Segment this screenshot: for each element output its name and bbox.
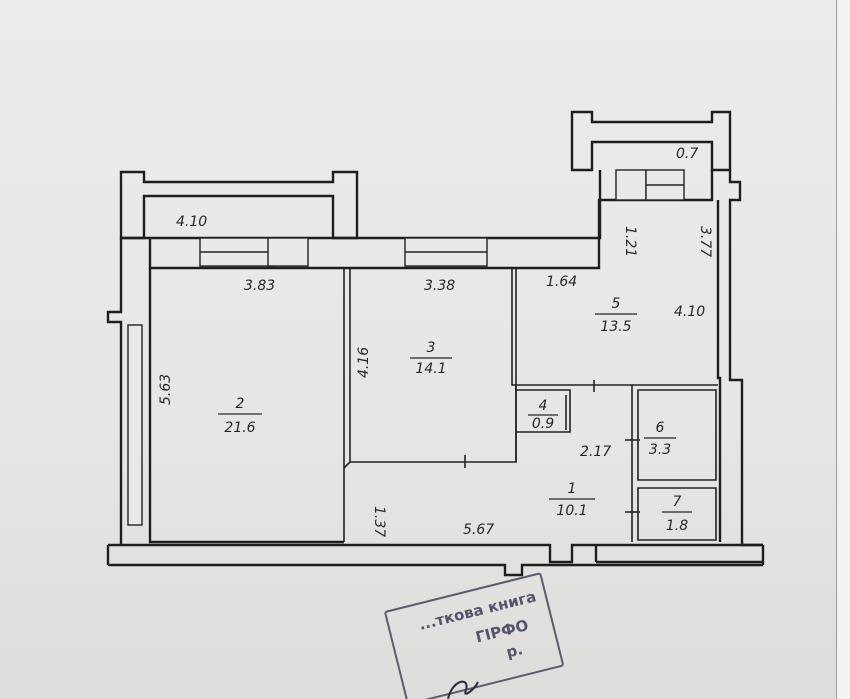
- outer-walls: [106, 170, 765, 577]
- room-6-label: 6 3.3: [644, 420, 676, 458]
- svg-text:6: 6: [656, 420, 665, 436]
- dim-hall-width: 5.67: [463, 522, 494, 538]
- svg-text:5: 5: [612, 296, 621, 312]
- dim-room5-top: 1.21: [622, 226, 638, 257]
- dim-hall-right: 2.17: [580, 444, 611, 460]
- dim-room3-width: 3.38: [424, 278, 455, 294]
- svg-text:7: 7: [673, 494, 682, 510]
- balcony-right: [570, 110, 732, 172]
- svg-text:13.5: 13.5: [600, 319, 631, 335]
- dim-room2-width: 3.83: [244, 278, 275, 294]
- svg-text:2: 2: [236, 396, 245, 412]
- partitions: [343, 268, 718, 542]
- svg-text:4: 4: [539, 398, 548, 414]
- signature-mark: [447, 680, 479, 699]
- dim-room5-height: 4.10: [674, 304, 705, 320]
- svg-text:1: 1: [568, 481, 577, 497]
- room-7-label: 7 1.8: [662, 494, 692, 534]
- svg-text:14.1: 14.1: [415, 361, 446, 377]
- stamp-line-2: ГІРФО: [474, 616, 531, 646]
- dim-room2-height: 5.63: [158, 374, 174, 405]
- window-left-wall: [127, 324, 143, 526]
- paper-edge: [836, 0, 850, 699]
- room-1-label: 1 10.1: [549, 481, 595, 519]
- svg-text:21.6: 21.6: [224, 420, 255, 436]
- dim-room3-height: 4.16: [356, 347, 372, 378]
- svg-text:3.3: 3.3: [649, 442, 671, 458]
- dim-room5-right: 3.77: [697, 226, 713, 257]
- dim-balcony-left: 4.10: [176, 214, 207, 230]
- svg-text:1.8: 1.8: [666, 518, 688, 534]
- room-2-label: 2 21.6: [218, 396, 262, 436]
- dim-hall-depth: 1.37: [371, 506, 387, 537]
- room-3-label: 3 14.1: [410, 340, 452, 377]
- room-5-label: 5 13.5: [595, 296, 637, 335]
- room-4-label: 4 0.9: [528, 398, 558, 432]
- balcony-door-room2: [267, 237, 309, 267]
- balcony-left: [119, 170, 359, 240]
- svg-text:0.9: 0.9: [532, 416, 554, 432]
- dim-balcony-right: 0.7: [676, 146, 698, 162]
- svg-text:3: 3: [427, 340, 436, 356]
- balcony-door-room5: [615, 169, 647, 201]
- dim-room5-width: 1.64: [546, 274, 577, 290]
- svg-text:10.1: 10.1: [556, 503, 587, 519]
- stamp-line-3: р.: [504, 640, 524, 661]
- registry-stamp: ...ткова книга ГІРФО р.: [384, 572, 564, 699]
